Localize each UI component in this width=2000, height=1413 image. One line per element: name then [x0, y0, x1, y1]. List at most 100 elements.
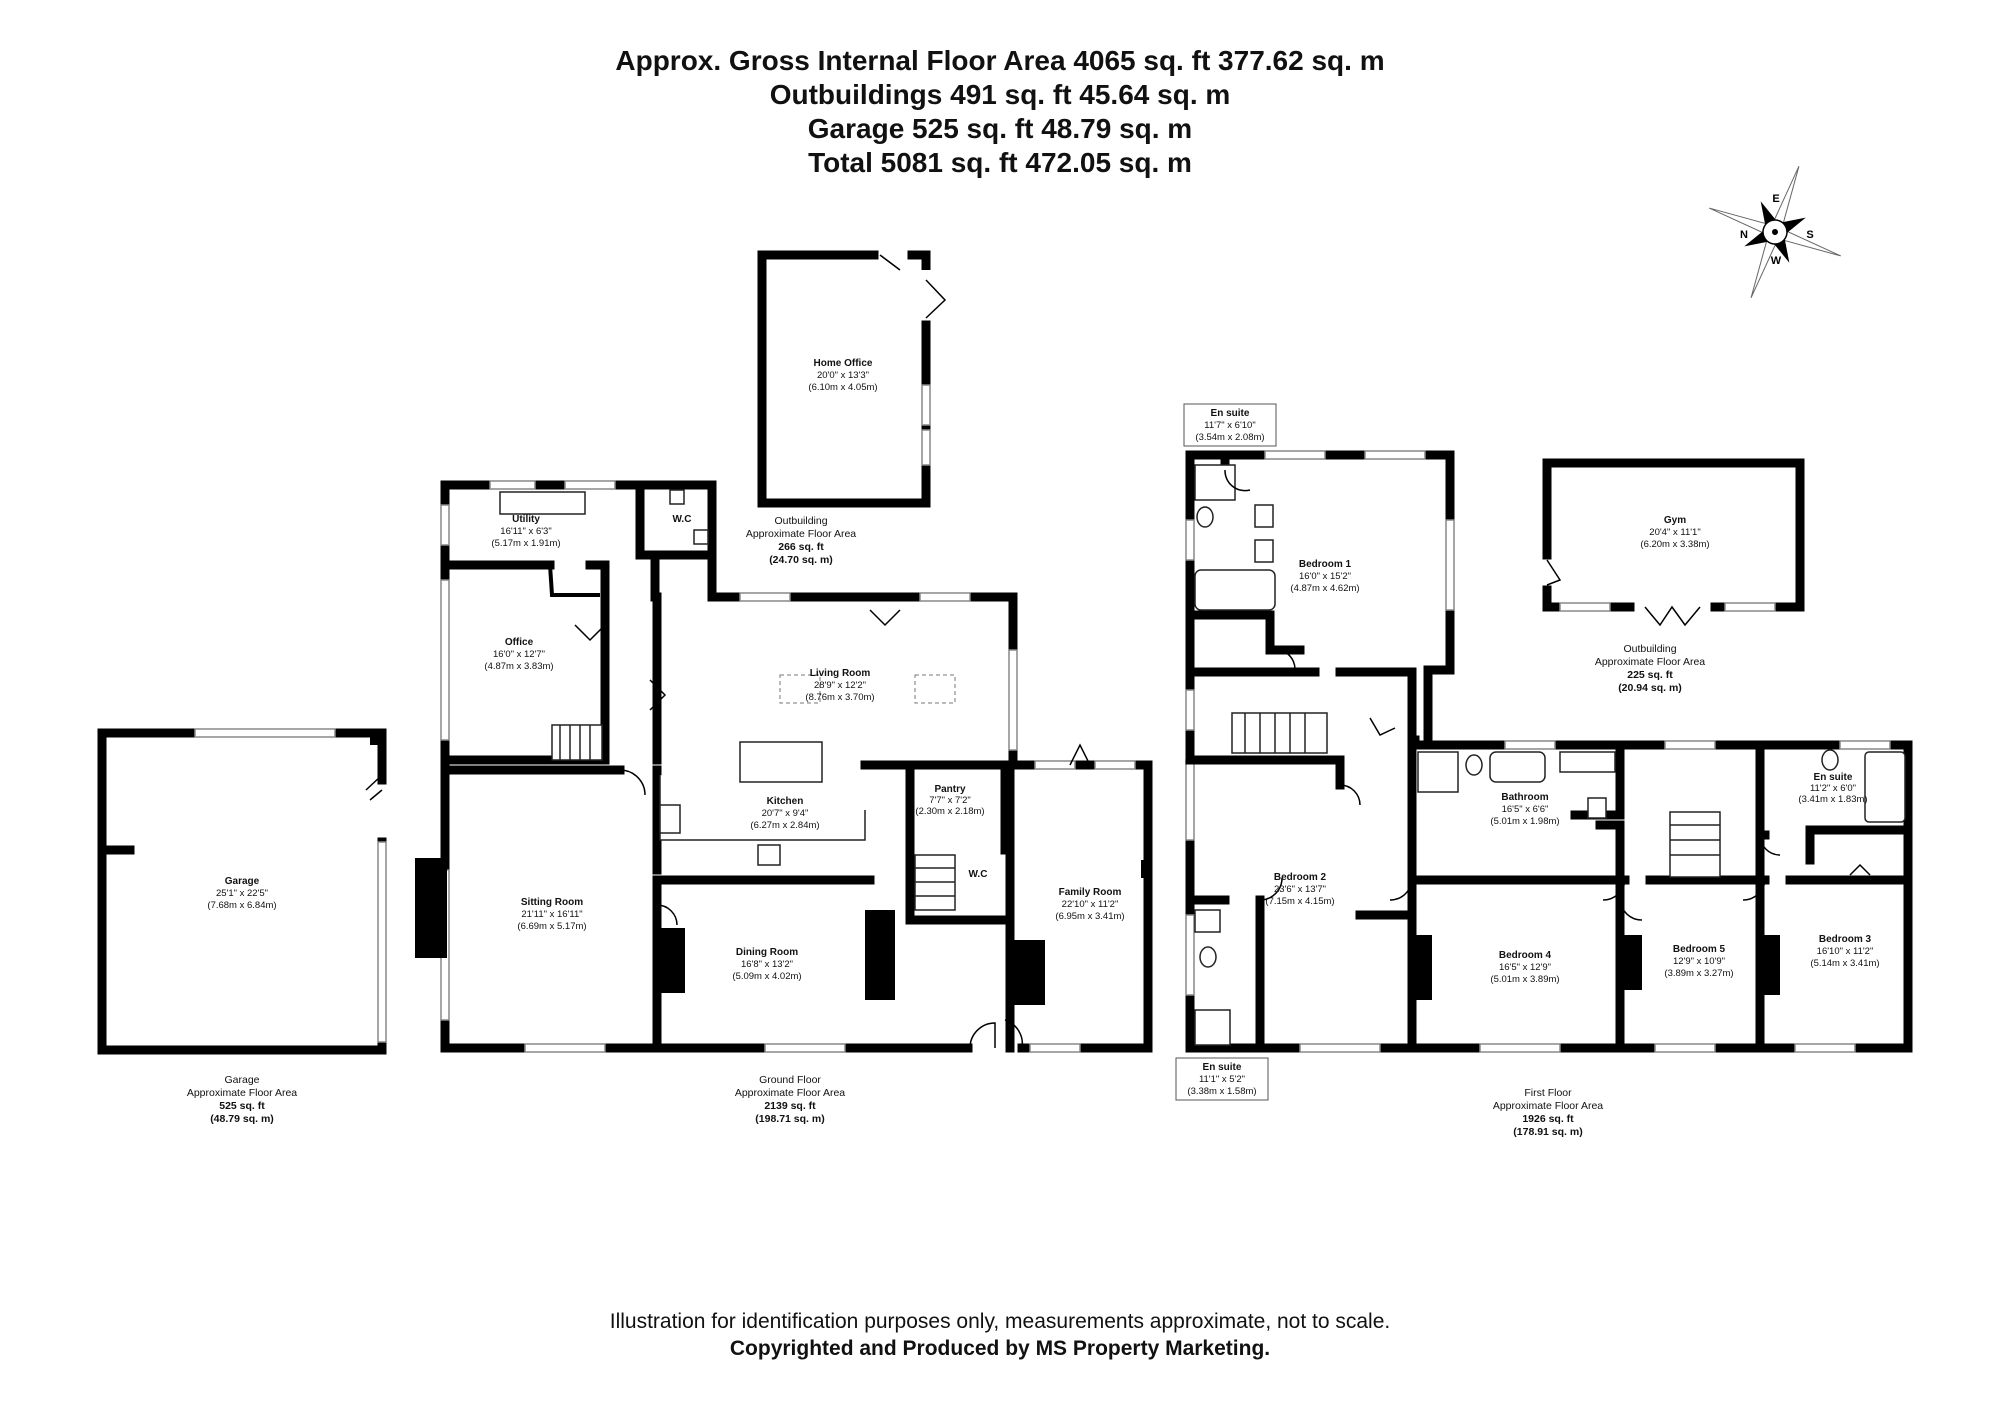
outbuilding1-area-label: Outbuilding Approximate Floor Area 266 s… [746, 515, 856, 566]
svg-text:(5.01m x 3.89m): (5.01m x 3.89m) [1490, 974, 1559, 985]
svg-text:Outbuilding: Outbuilding [774, 515, 827, 527]
svg-text:(24.70 sq. m): (24.70 sq. m) [769, 554, 833, 566]
ground-floor-plan [415, 480, 1153, 1053]
svg-text:11'7" x 6'10": 11'7" x 6'10" [1204, 420, 1255, 431]
garage-area-label: Garage Approximate Floor Area 525 sq. ft… [187, 1074, 297, 1125]
svg-text:1926 sq. ft: 1926 sq. ft [1522, 1113, 1574, 1125]
dining-room-label: Dining Room 16'8" x 13'2" (5.09m x 4.02m… [732, 947, 801, 982]
svg-text:Garage: Garage [224, 1074, 259, 1086]
svg-text:Office: Office [505, 637, 534, 648]
svg-text:23'6" x 13'7": 23'6" x 13'7" [1274, 884, 1326, 895]
svg-text:Ground Floor: Ground Floor [759, 1074, 821, 1086]
compass-n-label: N [1740, 229, 1748, 241]
svg-text:(7.68m x 6.84m): (7.68m x 6.84m) [207, 900, 276, 911]
svg-text:Bedroom 5: Bedroom 5 [1673, 944, 1726, 955]
svg-text:Bedroom 3: Bedroom 3 [1819, 934, 1872, 945]
svg-text:16'11" x 6'3": 16'11" x 6'3" [500, 526, 551, 537]
svg-text:2139 sq. ft: 2139 sq. ft [764, 1100, 816, 1112]
svg-text:Living Room: Living Room [810, 668, 871, 679]
svg-text:(6.69m x 5.17m): (6.69m x 5.17m) [517, 921, 586, 932]
svg-text:Sitting Room: Sitting Room [521, 897, 583, 908]
sitting-room-label: Sitting Room 21'11" x 16'11" (6.69m x 5.… [517, 897, 586, 932]
svg-text:(6.10m x 4.05m): (6.10m x 4.05m) [808, 382, 877, 393]
svg-text:(5.17m x 1.91m): (5.17m x 1.91m) [491, 538, 560, 549]
home-office-label: Home Office 20'0" x 13'3" (6.10m x 4.05m… [808, 358, 877, 393]
svg-text:21'11" x 16'11": 21'11" x 16'11" [521, 909, 582, 920]
bathroom-label: Bathroom 16'5" x 6'6" (5.01m x 1.98m) [1490, 792, 1559, 827]
svg-text:(2.30m x 2.18m): (2.30m x 2.18m) [915, 806, 984, 817]
svg-text:Bedroom 1: Bedroom 1 [1299, 559, 1352, 570]
svg-text:(3.41m x 1.83m): (3.41m x 1.83m) [1798, 794, 1867, 805]
svg-text:Home Office: Home Office [814, 358, 873, 369]
svg-text:525 sq. ft: 525 sq. ft [219, 1100, 265, 1112]
svg-text:16'8" x 13'2": 16'8" x 13'2" [741, 959, 793, 970]
header-total-line: Total 5081 sq. ft 472.05 sq. m [808, 147, 1192, 178]
svg-text:16'0" x 15'2": 16'0" x 15'2" [1299, 571, 1351, 582]
svg-text:Bedroom 4: Bedroom 4 [1499, 950, 1552, 961]
svg-text:16'5" x 6'6": 16'5" x 6'6" [1502, 804, 1549, 815]
svg-text:Family Room: Family Room [1059, 887, 1122, 898]
svg-text:(3.38m x 1.58m): (3.38m x 1.58m) [1187, 1086, 1256, 1097]
svg-text:12'9" x 10'9": 12'9" x 10'9" [1673, 956, 1725, 967]
svg-text:20'4" x 11'1": 20'4" x 11'1" [1649, 527, 1700, 538]
ensuite2-label: En suite 11'1" x 5'2" (3.38m x 1.58m) [1175, 1057, 1269, 1101]
svg-text:Gym: Gym [1664, 515, 1686, 526]
garage-label: Garage 25'1" x 22'5" (7.68m x 6.84m) [207, 876, 276, 911]
bedroom1-label: Bedroom 1 16'0" x 15'2" (4.87m x 4.62m) [1290, 559, 1359, 594]
garage-building [97, 728, 387, 1055]
svg-text:(5.01m x 1.98m): (5.01m x 1.98m) [1490, 816, 1559, 827]
pantry-label: Pantry 7'7" x 7'2" (2.30m x 2.18m) [915, 784, 984, 817]
office-label: Office 16'0" x 12'7" (4.87m x 3.83m) [484, 637, 553, 672]
svg-text:En suite: En suite [1211, 408, 1250, 419]
svg-text:Pantry: Pantry [934, 784, 966, 795]
svg-text:Approximate Floor Area: Approximate Floor Area [735, 1087, 845, 1099]
bedroom5-label: Bedroom 5 12'9" x 10'9" (3.89m x 3.27m) [1664, 944, 1733, 979]
svg-text:(6.20m x 3.38m): (6.20m x 3.38m) [1640, 539, 1709, 550]
wc-lower-label: W.C [969, 869, 988, 880]
bedroom2-label: Bedroom 2 23'6" x 13'7" (7.15m x 4.15m) [1265, 872, 1334, 907]
svg-text:(5.09m x 4.02m): (5.09m x 4.02m) [732, 971, 801, 982]
svg-text:(6.27m x 2.84m): (6.27m x 2.84m) [750, 820, 819, 831]
family-room-label: Family Room 22'10" x 11'2" (6.95m x 3.41… [1055, 887, 1124, 922]
svg-text:20'0" x 13'3": 20'0" x 13'3" [817, 370, 869, 381]
ensuite1-label: En suite 11'7" x 6'10" (3.54m x 2.08m) [1183, 403, 1277, 447]
footer-disclaimer: Illustration for identification purposes… [609, 1310, 1391, 1333]
living-room-label: Living Room 28'9" x 12'2" (8.76m x 3.70m… [805, 668, 874, 703]
svg-text:22'10" x 11'2": 22'10" x 11'2" [1062, 899, 1119, 910]
bedroom4-label: Bedroom 4 16'5" x 12'9" (5.01m x 3.89m) [1490, 950, 1559, 985]
svg-text:(8.76m x 3.70m): (8.76m x 3.70m) [805, 692, 874, 703]
svg-text:(3.89m x 3.27m): (3.89m x 3.27m) [1664, 968, 1733, 979]
svg-text:Dining Room: Dining Room [736, 947, 798, 958]
svg-text:First Floor: First Floor [1524, 1087, 1572, 1099]
svg-text:Bedroom 2: Bedroom 2 [1274, 872, 1327, 883]
svg-text:(4.87m x 4.62m): (4.87m x 4.62m) [1290, 583, 1359, 594]
compass-w-label: W [1771, 255, 1782, 267]
svg-text:Approximate Floor Area: Approximate Floor Area [187, 1087, 297, 1099]
svg-text:225 sq. ft: 225 sq. ft [1627, 669, 1673, 681]
svg-text:(5.14m x 3.41m): (5.14m x 3.41m) [1810, 958, 1879, 969]
utility-label: Utility 16'11" x 6'3" (5.17m x 1.91m) [491, 514, 560, 549]
svg-text:16'5" x 12'9": 16'5" x 12'9" [1499, 962, 1551, 973]
compass-s-label: S [1806, 229, 1813, 241]
svg-text:(7.15m x 4.15m): (7.15m x 4.15m) [1265, 896, 1334, 907]
svg-text:20'7" x 9'4": 20'7" x 9'4" [762, 808, 809, 819]
bedroom3-label: Bedroom 3 16'10" x 11'2" (5.14m x 3.41m) [1810, 934, 1879, 969]
wc-upper-label: W.C [673, 514, 692, 525]
header-area-line: Approx. Gross Internal Floor Area 4065 s… [615, 45, 1385, 76]
svg-text:28'9" x 12'2": 28'9" x 12'2" [814, 680, 866, 691]
kitchen-label: Kitchen 20'7" x 9'4" (6.27m x 2.84m) [750, 796, 819, 831]
outbuilding2-area-label: Outbuilding Approximate Floor Area 225 s… [1595, 643, 1705, 694]
svg-text:(198.71 sq. m): (198.71 sq. m) [755, 1113, 824, 1125]
svg-text:Approximate Floor Area: Approximate Floor Area [1595, 656, 1705, 668]
svg-text:(178.91 sq. m): (178.91 sq. m) [1513, 1126, 1582, 1138]
svg-text:25'1" x 22'5": 25'1" x 22'5" [216, 888, 268, 899]
svg-text:7'7" x 7'2": 7'7" x 7'2" [929, 795, 971, 806]
svg-text:Bathroom: Bathroom [1501, 792, 1548, 803]
svg-text:Approximate Floor Area: Approximate Floor Area [746, 528, 856, 540]
svg-text:En suite: En suite [1814, 772, 1853, 783]
svg-text:(6.95m x 3.41m): (6.95m x 3.41m) [1055, 911, 1124, 922]
compass-icon [1709, 166, 1841, 298]
svg-text:(3.54m x 2.08m): (3.54m x 2.08m) [1195, 432, 1264, 443]
header-garage-line: Garage 525 sq. ft 48.79 sq. m [807, 113, 1193, 144]
